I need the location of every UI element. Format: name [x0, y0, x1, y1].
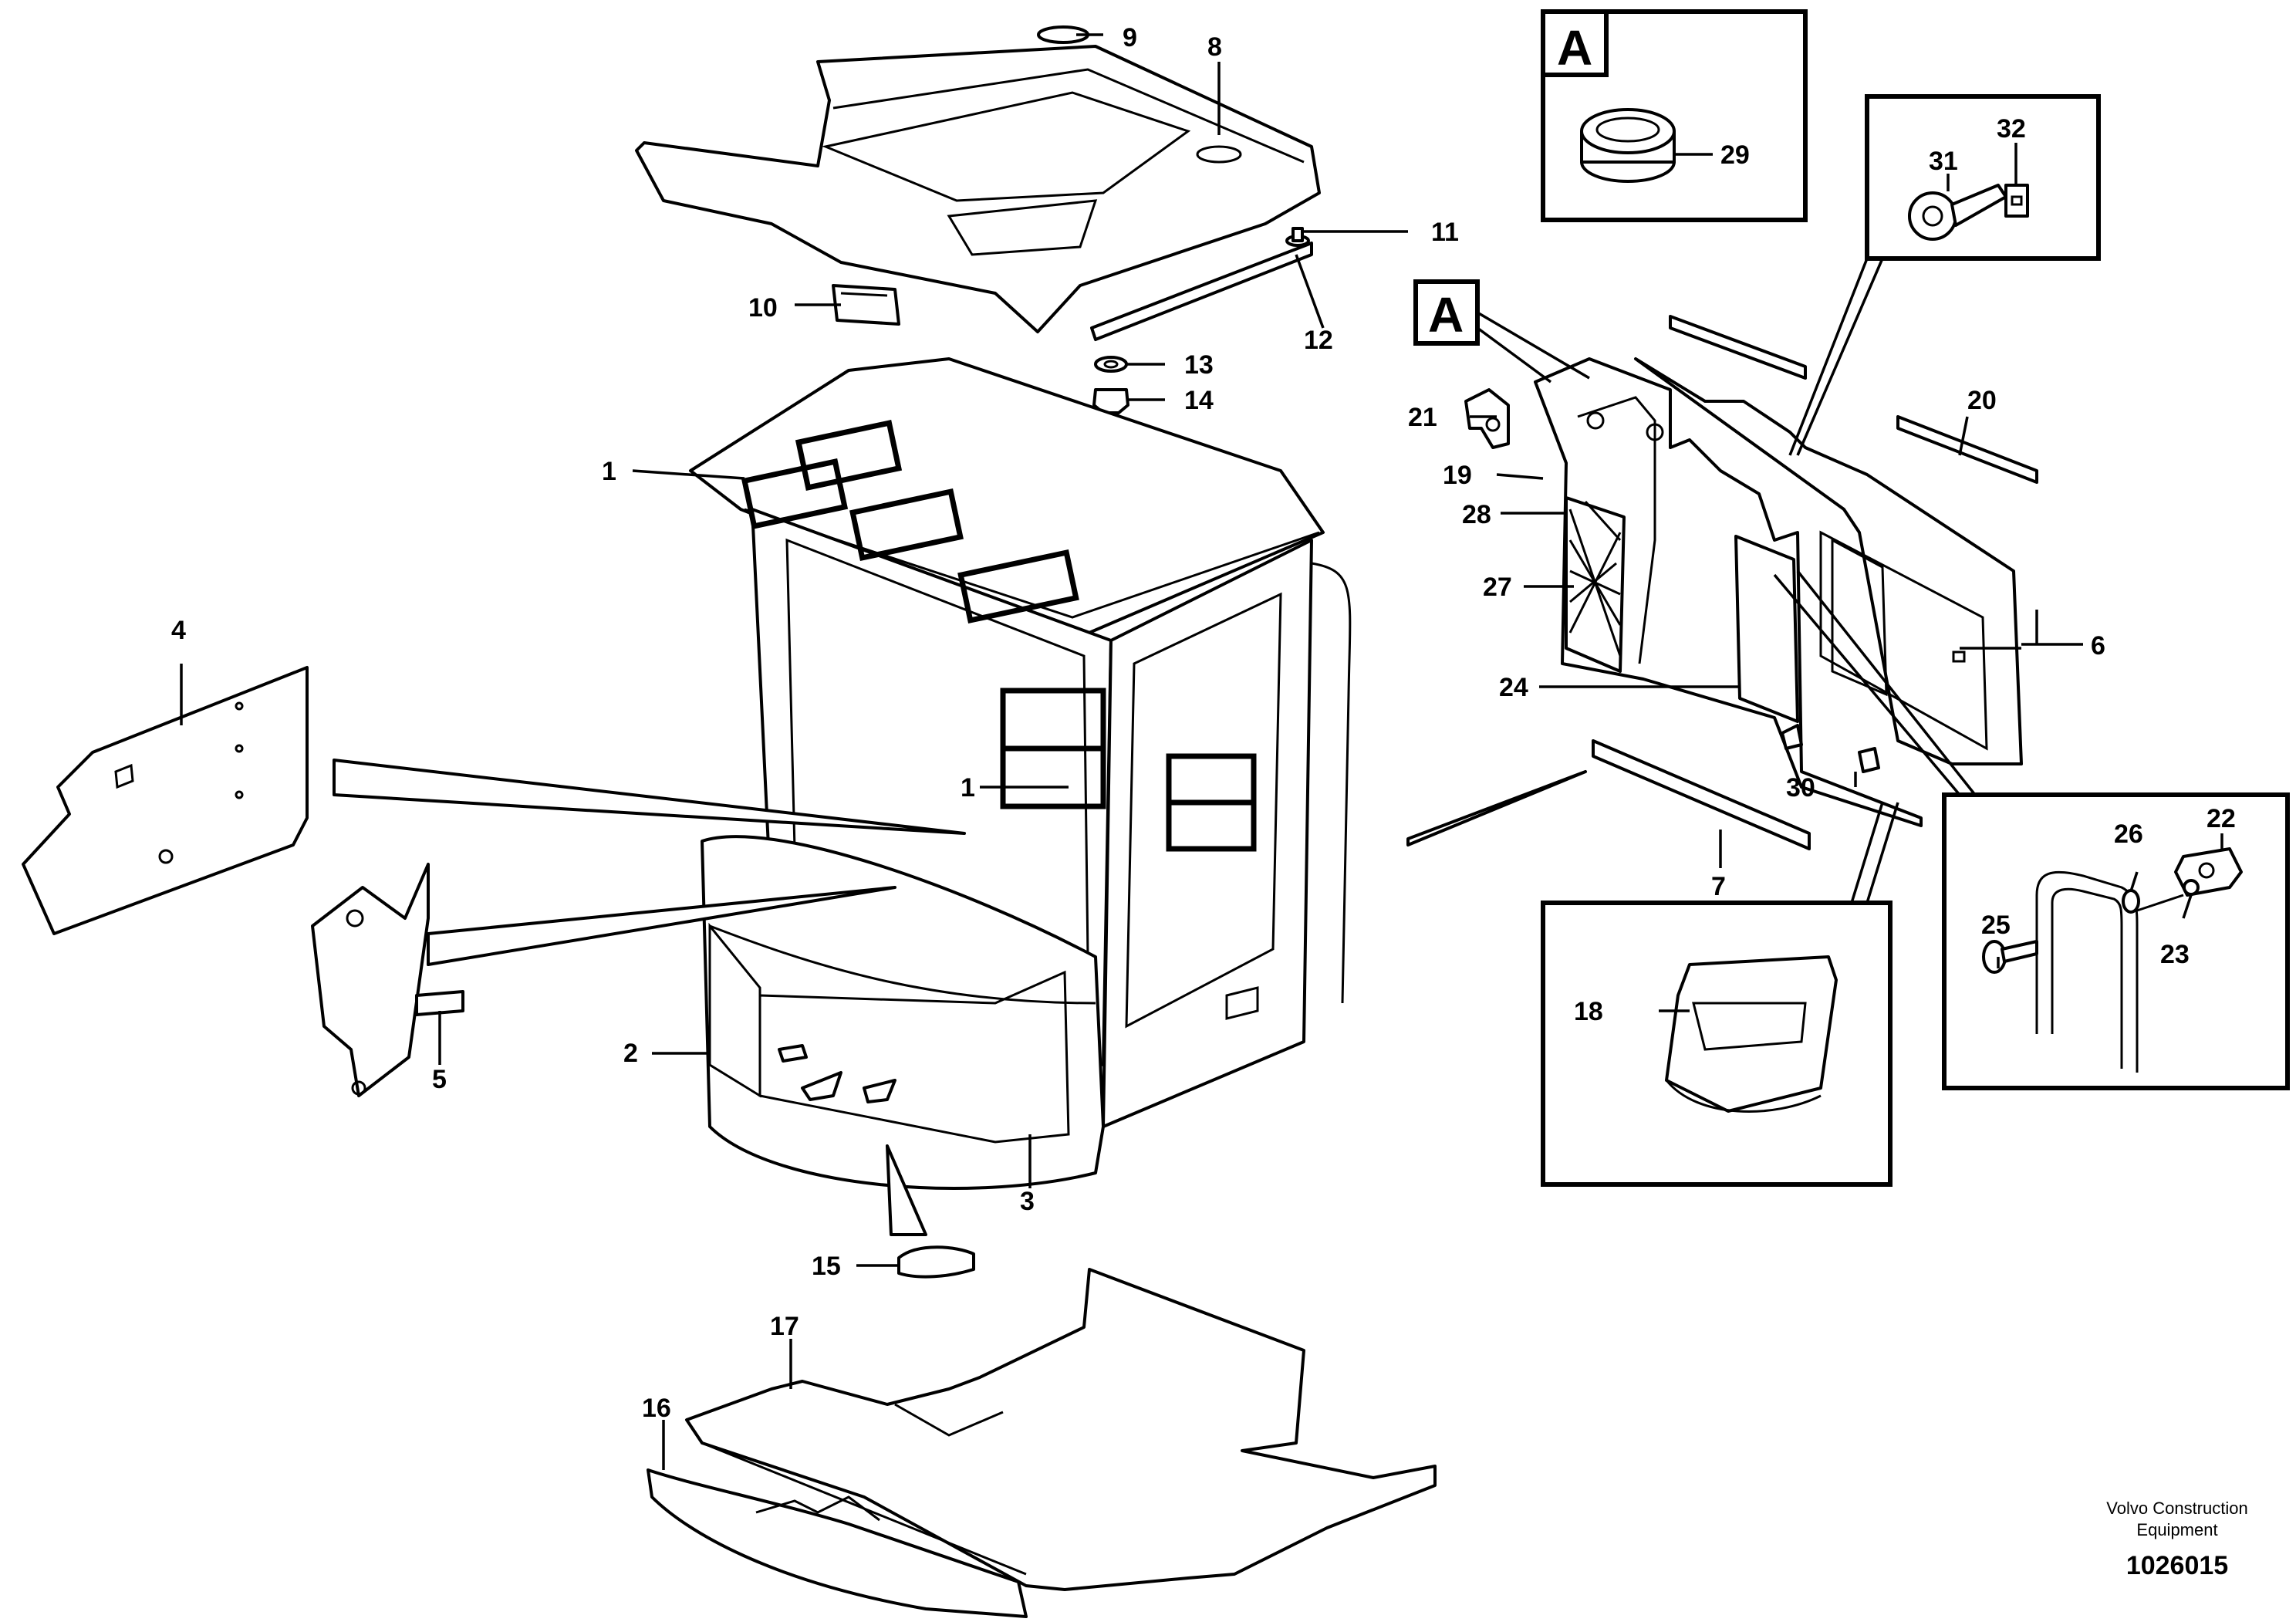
- callout-1-side: 1: [961, 773, 975, 803]
- callout-24: 24: [1499, 673, 1528, 702]
- front-mat-16: [647, 1468, 1028, 1618]
- cover-plate-24: [1734, 535, 1799, 723]
- nut-14: [1092, 388, 1129, 414]
- callout-2: 2: [623, 1039, 638, 1068]
- callout-6: 6: [2091, 631, 2105, 661]
- screw-31: [1908, 184, 2007, 241]
- roof-trim-panel-8: [635, 45, 1321, 333]
- callout-11: 11: [1431, 218, 1459, 247]
- callout-27: 27: [1483, 573, 1512, 602]
- callout-28: 28: [1462, 500, 1491, 529]
- document-number: 1026015: [2126, 1551, 2228, 1580]
- detail-box-18: [1541, 802, 1899, 1187]
- credit-line-2: Equipment: [2136, 1520, 2217, 1539]
- rear-panel-6: [1634, 357, 2023, 765]
- callout-8: 8: [1207, 32, 1222, 62]
- detail-box-22-26: [1773, 569, 2290, 1090]
- pointer-wedge-bottom: [886, 1144, 927, 1236]
- callout-16: 16: [642, 1394, 671, 1423]
- callout-22: 22: [2207, 804, 2236, 833]
- callout-5: 5: [432, 1065, 447, 1094]
- detail-box-letter: A: [1557, 20, 1592, 76]
- callout-31: 31: [1929, 147, 1958, 176]
- callout-9: 9: [1123, 23, 1137, 52]
- weatherstrip-20-upper: [1669, 315, 1807, 380]
- cup-holder-18: [1665, 955, 1838, 1113]
- callout-4: 4: [171, 616, 186, 645]
- callout-20: 20: [1967, 386, 1997, 415]
- detail-ref-letter: A: [1428, 287, 1464, 343]
- film-front-2-3: [708, 922, 1070, 1144]
- weatherstrip-20: [1896, 415, 2038, 484]
- bolt-25: [1982, 940, 2038, 974]
- credit-line-1: Volvo Construction: [2106, 1499, 2247, 1518]
- callout-30: 30: [1786, 773, 1815, 803]
- screw-23: [2136, 879, 2200, 912]
- callout-21: 21: [1408, 403, 1437, 432]
- callout-15: 15: [812, 1252, 841, 1281]
- pointer-wedge-left-upper: [333, 759, 966, 835]
- callout-12: 12: [1304, 326, 1333, 355]
- callout-13: 13: [1184, 350, 1214, 380]
- detail-box-31-32: [1788, 94, 2101, 456]
- washer-26: [2122, 889, 2140, 914]
- bolt-11: [1285, 227, 1310, 247]
- film-panes-roof-1: [741, 420, 1079, 624]
- clip-30: [1781, 724, 1880, 773]
- grommet-29: [1580, 108, 1676, 183]
- callout-26: 26: [2114, 819, 2143, 849]
- callout-14: 14: [1184, 386, 1214, 415]
- callout-19: 19: [1443, 461, 1472, 490]
- callout-23: 23: [2160, 940, 2190, 969]
- callout-labels: 9 8 10 11 12 13 14 1 1 4 5 2 3 15 17 16 …: [171, 23, 2236, 1423]
- grille-27-28: [1565, 496, 1626, 673]
- film-panes-side-1: [1000, 688, 1257, 852]
- clip-10: [832, 284, 900, 326]
- rear-panel-19: [1534, 357, 1923, 827]
- callout-29: 29: [1720, 140, 1750, 170]
- strip-7: [1592, 739, 1811, 850]
- washer-13: [1094, 356, 1128, 373]
- callout-1-roof: 1: [602, 457, 616, 486]
- side-panel-4: [22, 666, 309, 935]
- callout-7: 7: [1711, 872, 1726, 901]
- detail-ref-a: A: [1413, 279, 1590, 384]
- pointer-wedge-left-lower: [427, 886, 896, 966]
- credit-block: Volvo Construction Equipment 1026015: [2106, 1499, 2247, 1580]
- callout-25: 25: [1981, 911, 2011, 940]
- floor-mat-15: [897, 1245, 975, 1279]
- bracket-5: [311, 863, 464, 1097]
- callout-18: 18: [1574, 997, 1603, 1026]
- callout-32: 32: [1997, 114, 2026, 144]
- bracket-21: [1464, 388, 1510, 449]
- callout-3: 3: [1020, 1187, 1035, 1216]
- callout-10: 10: [748, 293, 778, 323]
- strip-12: [1090, 242, 1313, 341]
- handrail-detail: [2035, 870, 2139, 1073]
- leader-lines: [180, 33, 2223, 1470]
- callout-17: 17: [770, 1312, 799, 1341]
- detail-box-a: A: [1541, 9, 1808, 222]
- clip-nut-32: [2004, 184, 2029, 218]
- pointer-wedge-right: [1406, 770, 1587, 846]
